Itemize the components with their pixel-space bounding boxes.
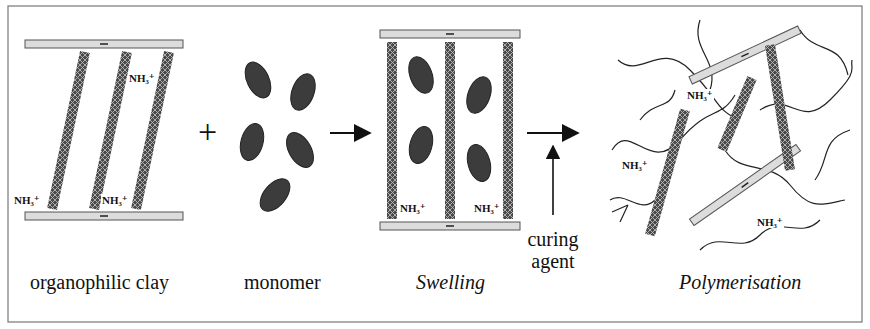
ion-label: NH₃⁺: [621, 159, 649, 171]
stage-label: Swelling: [416, 271, 485, 293]
ion-label: NH₃⁺: [13, 194, 41, 206]
monomer-molecules: [236, 58, 319, 216]
ion-label: NH₃⁺: [128, 72, 156, 84]
reagent-label: curing agent: [521, 228, 585, 272]
organophilic-clay: [25, 40, 183, 220]
reaction-arrow: [330, 132, 370, 134]
stage-label: monomer: [244, 271, 321, 293]
stage-label: organophilic clay: [30, 271, 169, 293]
swollen-clay: [380, 30, 520, 230]
ion-label: NH₃⁺: [473, 202, 501, 214]
stage-label: Polymerisation: [679, 271, 801, 293]
frame: [8, 6, 862, 322]
reaction-arrow: [527, 132, 578, 134]
exfoliated-nanocomposite: [610, 20, 852, 250]
ion-label: NH₃⁺: [686, 89, 714, 101]
ion-label: NH₃⁺: [756, 216, 784, 228]
addition-arrow: [552, 146, 554, 215]
plus-sign: +: [198, 113, 217, 150]
ion-label: NH₃⁺: [399, 202, 427, 214]
ion-label: NH₃⁺: [101, 194, 129, 206]
